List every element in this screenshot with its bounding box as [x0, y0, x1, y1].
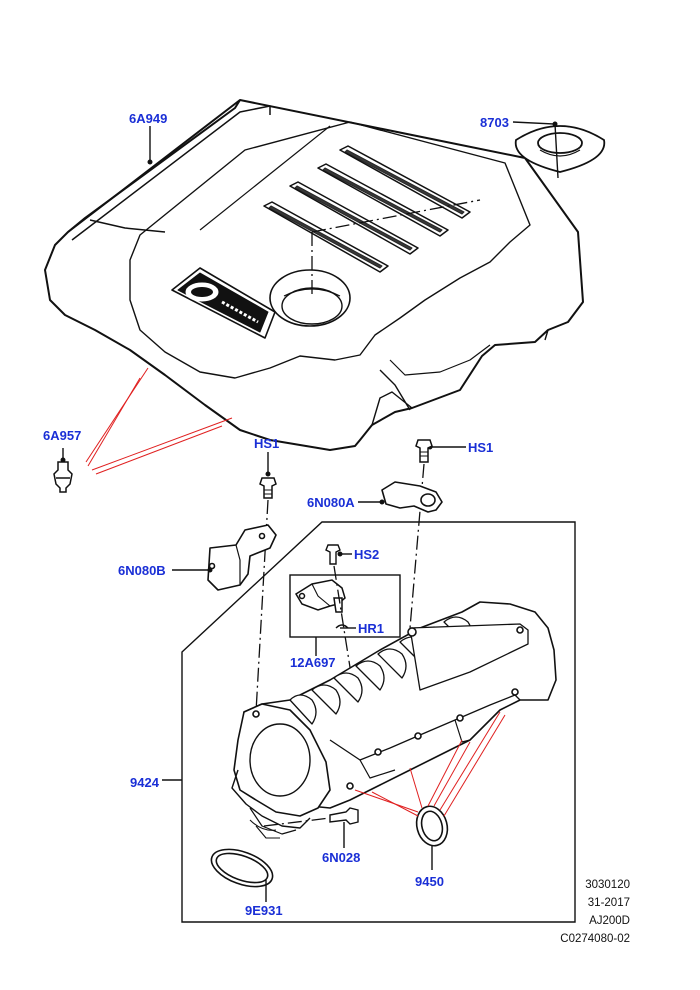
leader-dot-HS2	[337, 551, 343, 557]
manifold-assembly-outline	[181, 521, 576, 923]
callout-engine-cover: 6A949	[129, 111, 168, 126]
leader-dot-6N080A	[379, 499, 385, 505]
callout-gasket-throttle: 9E931	[245, 903, 283, 918]
manifold-bolt-drawing	[329, 807, 359, 825]
callout-gasket-round: 9450	[415, 874, 444, 889]
callout-cover-stud: 6A957	[43, 428, 82, 443]
bolt-right-drawing	[415, 439, 433, 463]
callout-bracket-b: 6N080B	[118, 563, 166, 578]
leader-dot-8703	[552, 121, 558, 127]
reference-line-4: C0274080-02	[560, 933, 630, 945]
callout-bolt-right: HS1	[468, 440, 494, 455]
reference-line-1: 3030120	[585, 879, 630, 891]
map-sensor-drawing	[294, 579, 346, 613]
throttle-gasket-drawing	[210, 848, 274, 888]
sensor-bolt-drawing	[325, 544, 341, 565]
bracket-6N080B-drawing	[207, 524, 277, 591]
leader-dot-6A949	[147, 159, 153, 165]
round-gasket-drawing	[415, 805, 449, 847]
centerline-sensor	[333, 565, 353, 681]
callout-manifold-bolt: 6N028	[322, 850, 361, 865]
reference-line-3: AJ200D	[589, 915, 630, 927]
callout-map-sensor: 12A697	[290, 655, 336, 670]
red-leaders-stud	[85, 367, 233, 475]
callout-bolt-left: HS1	[254, 436, 280, 451]
callout-oil-cap-seal: 8703	[480, 115, 509, 130]
bolt-left-drawing	[259, 477, 277, 499]
callout-sensor-bolt: HS2	[354, 547, 380, 562]
leader-dot-6N080B	[207, 567, 213, 573]
reference-line-2: 31-2017	[587, 897, 630, 909]
centerline-cover-cap	[311, 199, 481, 233]
leader-dot-6A957	[60, 457, 66, 463]
callout-bracket-a: 6N080A	[307, 495, 355, 510]
callout-sensor-clip: HR1	[358, 621, 385, 636]
callout-intake-manifold: 9424	[130, 775, 159, 790]
engine-cover-drawing	[44, 99, 584, 451]
intake-manifold-drawing	[231, 601, 557, 839]
sensor-clip-drawing	[335, 624, 349, 629]
sensor-detail-box	[289, 574, 401, 638]
centerline-6N028	[263, 817, 331, 827]
oil-cap-seal-drawing	[514, 125, 606, 173]
red-leaders-gasket	[354, 711, 506, 817]
cover-stud-drawing	[53, 461, 73, 493]
bracket-6N080A-drawing	[381, 481, 443, 513]
leader-dot-HS1-left	[265, 471, 271, 477]
